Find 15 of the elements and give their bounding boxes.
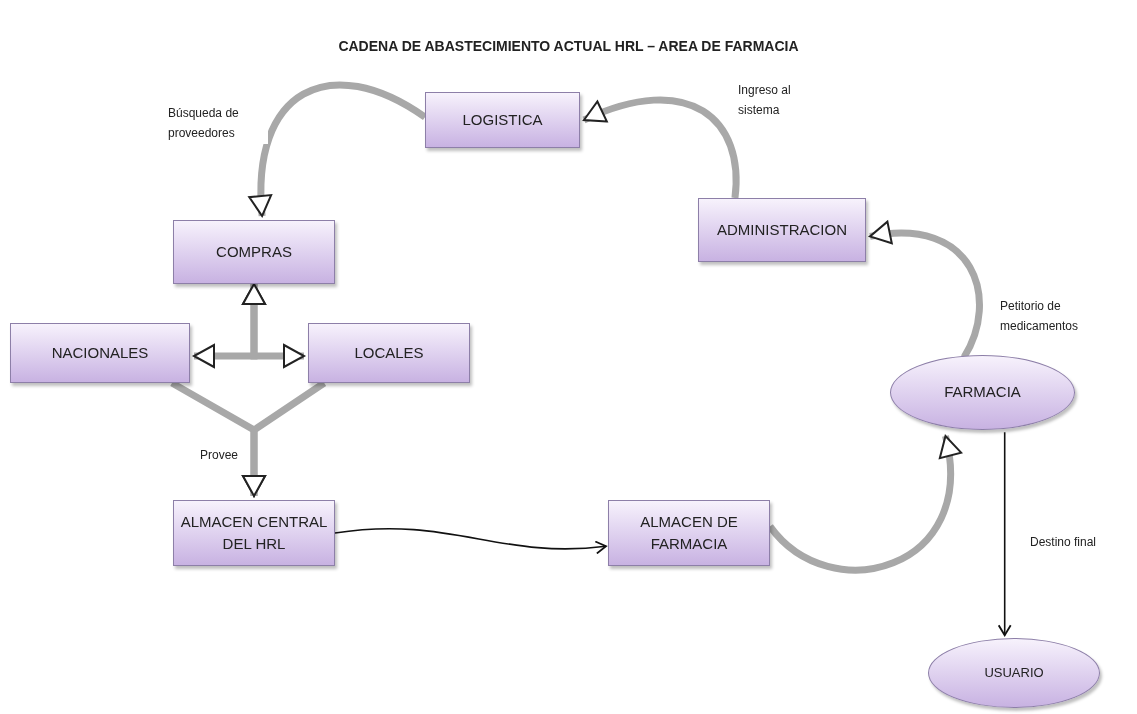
block-arrow [582,96,740,199]
process-box: COMPRAS [173,220,335,284]
arrow [334,527,607,554]
process-box: NACIONALES [10,323,190,383]
ellipse-node: FARMACIA [890,355,1075,430]
block-arrow [249,81,427,217]
process-box: ALMACEN DE FARMACIA [608,500,770,566]
arrow [997,431,1012,637]
process-box: LOCALES [308,323,470,383]
ellipse-node: USUARIO [928,638,1100,708]
process-box: LOGISTICA [425,92,580,148]
process-box: ALMACEN CENTRAL DEL HRL [173,500,335,566]
process-box: ADMINISTRACION [698,198,866,262]
block-arrow [242,283,305,368]
diagram-title: CADENA DE ABASTECIMIENTO ACTUAL HRL – AREA DE FARMACIA [337,37,800,56]
